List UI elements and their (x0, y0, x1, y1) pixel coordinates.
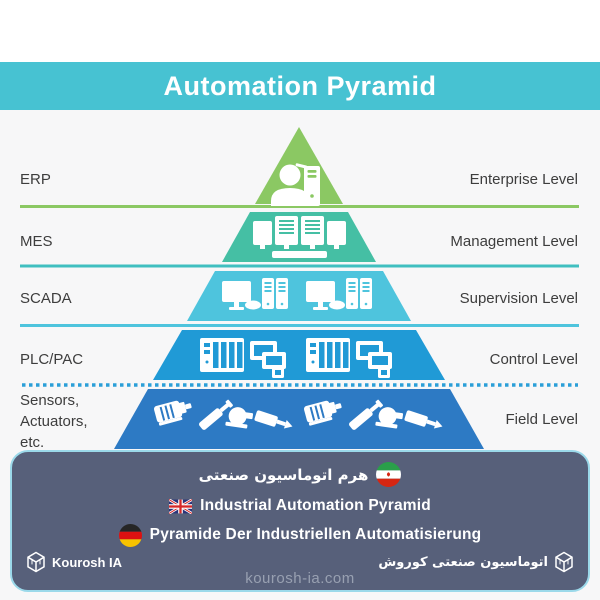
person-computer-icon (271, 163, 320, 206)
label-scada: SCADA (20, 290, 72, 307)
label-management-level: Management Level (450, 233, 578, 250)
level-plc-shape (153, 330, 445, 380)
label-field-level: Field Level (505, 411, 578, 428)
kourosh-logo-icon (554, 551, 574, 573)
label-enterprise-level: Enterprise Level (469, 171, 578, 188)
brand-right-label: اتوماسیون صنعتی کوروش (378, 554, 548, 570)
workstation-monitors-icon (253, 216, 346, 258)
brand-right: اتوماسیون صنعتی کوروش (378, 551, 574, 573)
brand-left: Kourosh IA (26, 551, 122, 573)
level-field-shape (114, 389, 484, 449)
label-plc-pac: PLC/PAC (20, 351, 84, 368)
persian-title: هرم اتوماسیون صنعتی (198, 465, 369, 484)
page-title: Automation Pyramid (163, 70, 437, 101)
brand-left-label: Kourosh IA (52, 554, 123, 570)
title-row-persian: هرم اتوماسیون صنعتی (12, 461, 588, 488)
german-title: Pyramide Der Industriellen Automatisieru… (149, 526, 482, 543)
label-supervision-level: Supervision Level (459, 290, 578, 307)
website-url: kourosh-ia.com (245, 570, 355, 587)
label-erp: ERP (20, 171, 51, 188)
title-row-english: Industrial Automation Pyramid (12, 495, 588, 517)
title-bar: Automation Pyramid (0, 62, 600, 110)
germany-flag-icon (118, 523, 142, 547)
iran-flag-icon (376, 462, 402, 487)
title-row-german: Pyramide Der Industriellen Automatisieru… (12, 523, 588, 547)
level-scada-shape (187, 271, 411, 321)
label-control-level: Control Level (489, 351, 578, 368)
kourosh-logo-icon (26, 551, 46, 573)
uk-flag-icon (169, 498, 193, 514)
label-mes: MES (20, 233, 53, 250)
english-title: Industrial Automation Pyramid (200, 497, 431, 514)
label-sensors-actuators: Sensors, Actuators, etc. (20, 392, 88, 451)
footer-panel: هرم اتوماسیون صنعتی (10, 450, 590, 592)
